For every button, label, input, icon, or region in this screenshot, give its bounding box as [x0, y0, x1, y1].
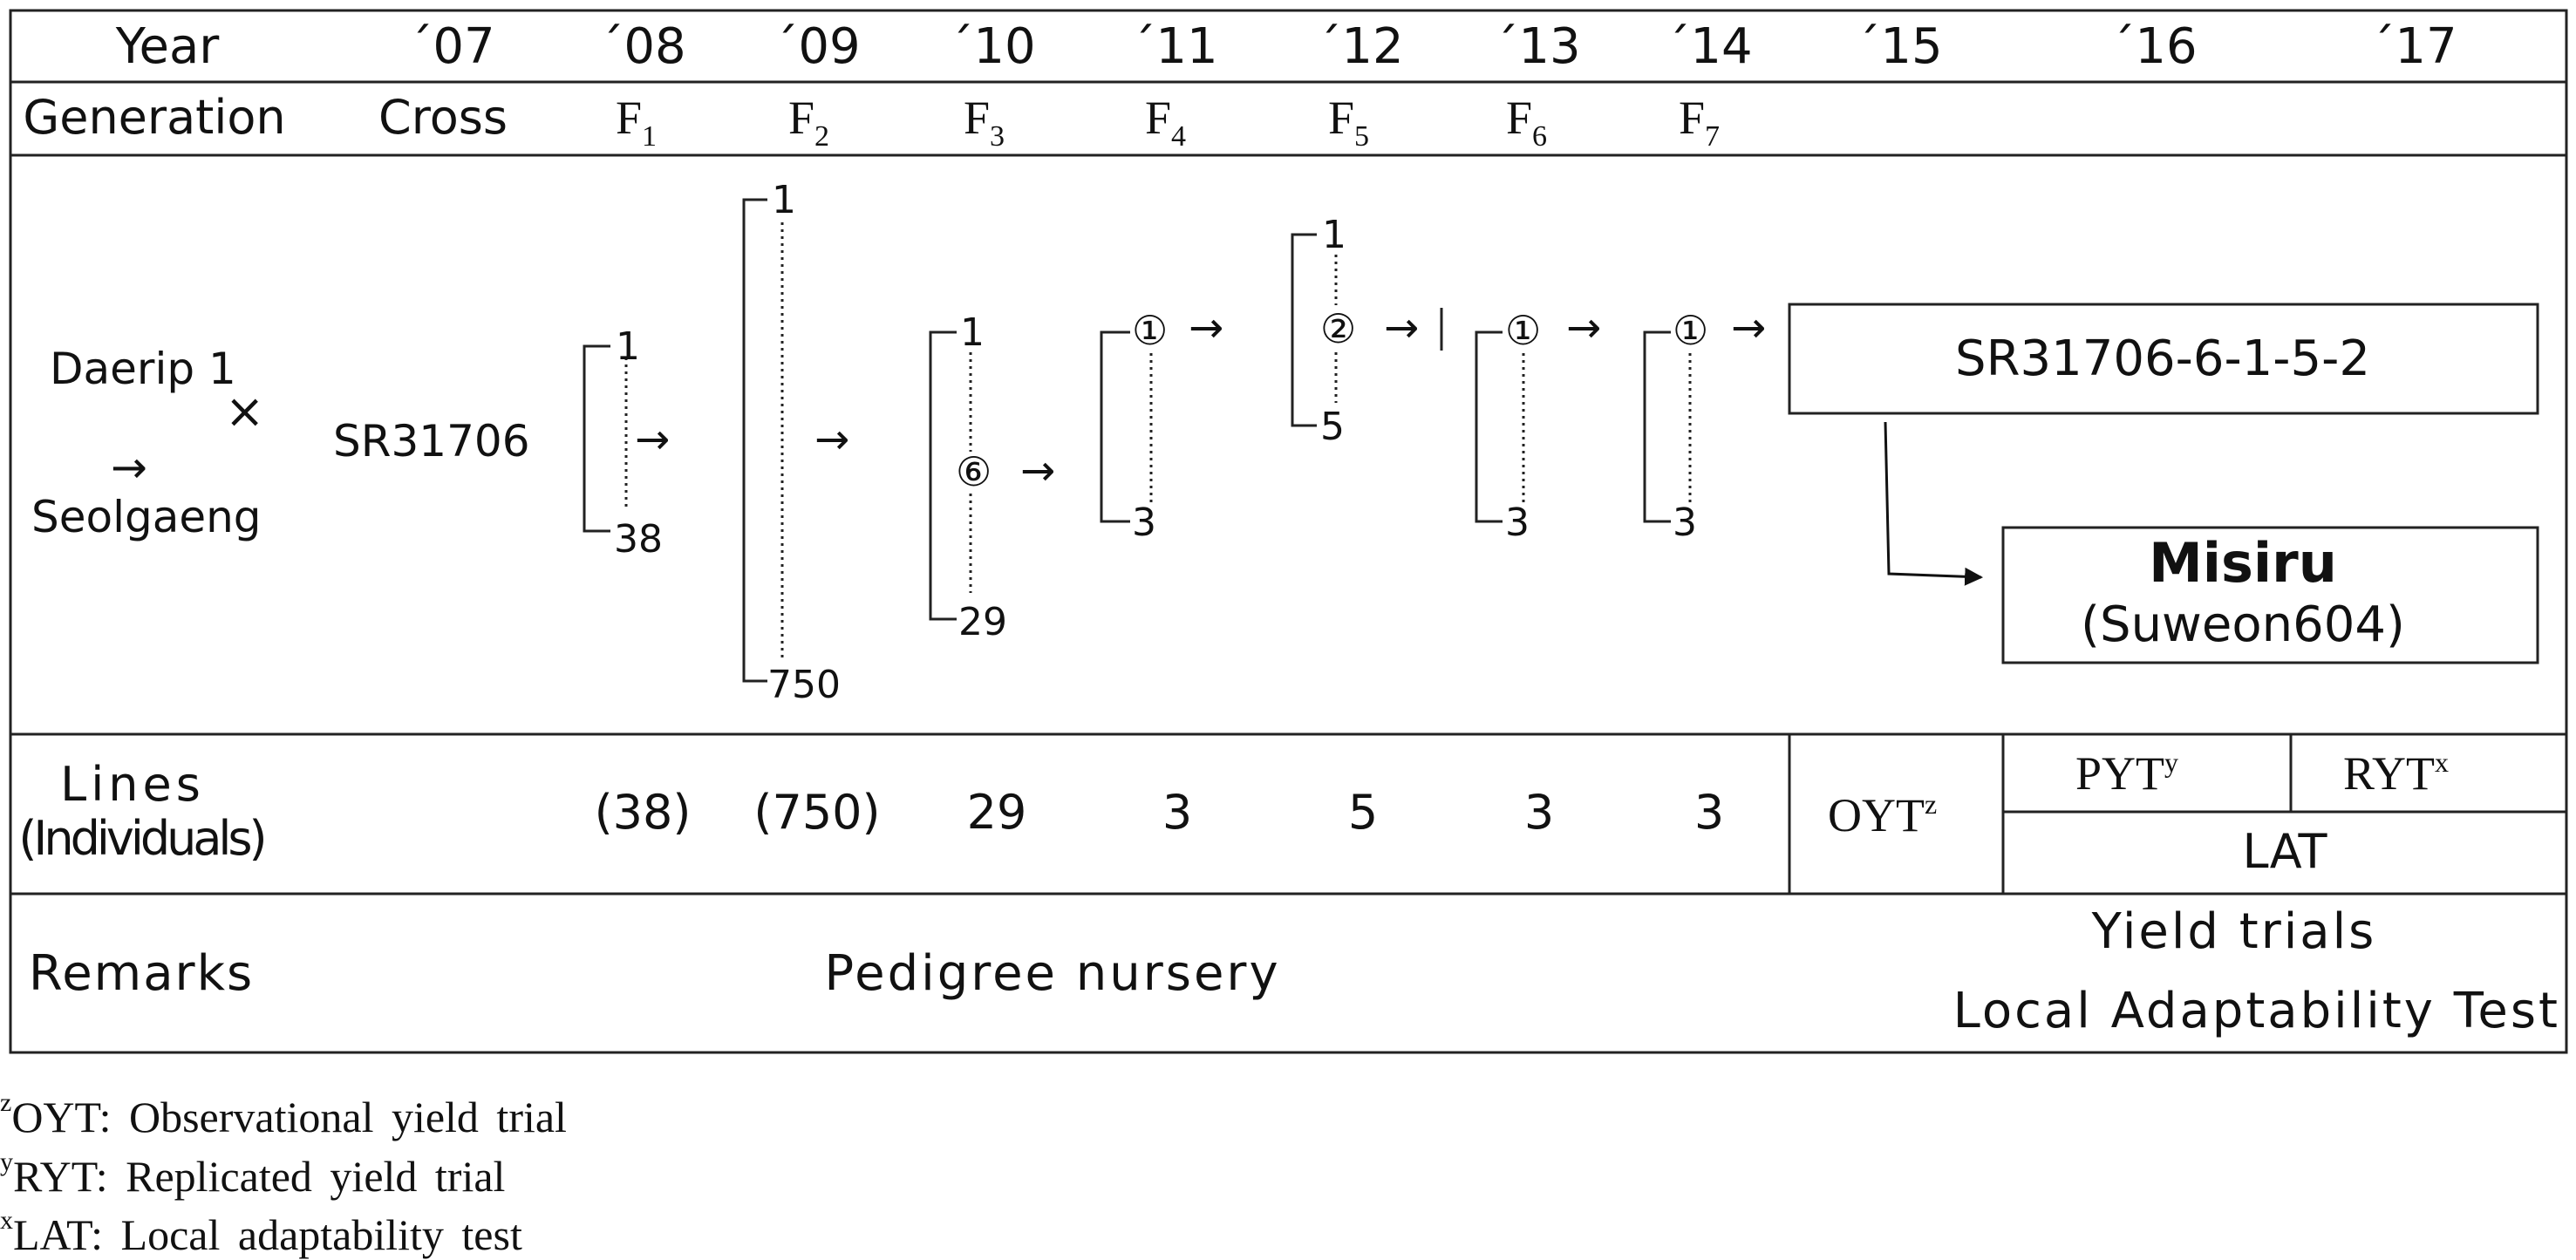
- cultivar-name: Misiru: [2149, 531, 2337, 595]
- lines-cell: (750): [753, 785, 880, 840]
- bracket-f7: [1643, 330, 1671, 523]
- year-cell: ´11: [1131, 18, 1217, 75]
- cultivar-connector: [1884, 421, 1984, 586]
- year-cell: ´12: [1317, 18, 1403, 75]
- year-cell: ´13: [1494, 18, 1580, 75]
- flow-arrow: →: [814, 415, 849, 464]
- generation-cell: F1: [616, 92, 657, 153]
- bracket-f6: [1475, 330, 1503, 523]
- remarks-header: Remarks: [29, 945, 254, 1002]
- cultivar-code: (Suweon604): [2081, 596, 2405, 653]
- bracket-f5-bottom: 5: [1320, 405, 1345, 449]
- bracket-f5-selected: ②: [1320, 305, 1356, 352]
- generation-cell: Cross: [378, 90, 508, 145]
- year-cell: ´15: [1856, 18, 1942, 75]
- flow-arrow: →: [1566, 303, 1601, 352]
- selected-line-label: SR31706-6-1-5-2: [1955, 330, 2370, 387]
- bracket-f6-bottom: 3: [1505, 501, 1530, 545]
- bracket-f1-top: 1: [616, 324, 640, 369]
- flow-arrow: →: [1020, 446, 1055, 495]
- remarks-nursery: Pedigree nursery: [824, 945, 1280, 1002]
- generation-cell: F3: [964, 92, 1005, 153]
- table-grid: [9, 9, 2568, 1054]
- generation-cell: F7: [1679, 92, 1720, 153]
- footnote-oyt: zOYT: Observational yield trial: [0, 1088, 567, 1142]
- pyt-cell: PYTy: [2075, 746, 2178, 800]
- cross-symbol: ×: [225, 384, 264, 439]
- footnote-text: RYT: Replicated yield trial: [13, 1152, 506, 1201]
- remarks-yield-trials: Yield trials: [2091, 903, 2377, 960]
- bracket-f4: [1100, 330, 1130, 523]
- bracket-f3: [929, 330, 957, 621]
- lines-cell: (38): [595, 785, 692, 840]
- bracket-f4-bottom: 3: [1132, 501, 1156, 545]
- flow-arrow: →: [1189, 303, 1223, 352]
- lines-cell: 29: [967, 785, 1027, 840]
- footnote-text: OYT: Observational yield trial: [11, 1093, 567, 1141]
- bracket-f2-bottom: 750: [767, 663, 841, 707]
- lines-header: Lines: [60, 757, 205, 812]
- bracket-f5: [1291, 233, 1317, 427]
- bracket-f7-selected: ①: [1673, 307, 1708, 354]
- cross-parents: Daerip 1 × → Seolgaeng SR31706: [31, 344, 530, 542]
- lines-cell: 3: [1524, 785, 1554, 840]
- flow-arrow: →: [1731, 303, 1766, 352]
- bracket-f6-selected: ①: [1505, 307, 1541, 354]
- footnote-lat: xLAT: Local adaptability test: [0, 1206, 522, 1260]
- flow-arrows: → → → → → → →: [635, 303, 1766, 495]
- remarks-local-test: Local Adaptability Test: [1953, 983, 2560, 1039]
- generation-cell: F4: [1145, 92, 1186, 153]
- footnote-ryt: yRYT: Replicated yield trial: [0, 1148, 506, 1202]
- bracket-f5-top: 1: [1322, 213, 1346, 257]
- year-cell: ´17: [2370, 18, 2457, 75]
- generation-cell: F5: [1328, 92, 1369, 153]
- lines-header-sub: (Individuals): [18, 811, 263, 866]
- bracket-f3-selected: ⑥: [956, 448, 992, 495]
- parent-2: Seolgaeng: [31, 492, 262, 542]
- lines-cell: 3: [1162, 785, 1192, 840]
- year-cell: ´14: [1666, 18, 1752, 75]
- generation-header: Generation: [23, 90, 285, 145]
- footnote-marker: y: [0, 1148, 13, 1176]
- bracket-f2-top: 1: [772, 178, 796, 222]
- bracket-f1-bottom: 38: [614, 517, 663, 562]
- bracket-f4-selected: ①: [1132, 307, 1168, 354]
- year-cell: ´16: [2110, 18, 2197, 75]
- bracket-labels: 1 38 1 750 1 ⑥ 29 ① 3 1 ② 5 ① 3 ① 3: [614, 178, 1708, 707]
- flow-arrow: →: [635, 415, 670, 464]
- parent-1: Daerip 1: [50, 344, 236, 394]
- lines-cell: 5: [1348, 785, 1378, 840]
- generation-cell: F2: [788, 92, 829, 153]
- ryt-cell: RYTx: [2343, 746, 2449, 800]
- year-cell: ´08: [599, 18, 685, 75]
- selected-line-box: [1788, 303, 2539, 415]
- cross-name: SR31706: [333, 416, 530, 467]
- bracket-f3-bottom: 29: [958, 600, 1007, 644]
- bracket-f3-top: 1: [960, 310, 985, 355]
- oyt-cell: OYTz: [1828, 788, 1937, 841]
- year-cell: ´09: [773, 18, 860, 75]
- footnote-text: LAT: Local adaptability test: [13, 1210, 522, 1259]
- bracket-f7-bottom: 3: [1673, 501, 1697, 545]
- year-header: Year: [115, 18, 221, 75]
- year-cell: ´10: [949, 18, 1035, 75]
- selection-brackets: [583, 198, 1692, 683]
- footnote-marker: x: [0, 1206, 13, 1235]
- footnote-marker: z: [0, 1088, 12, 1117]
- cross-arrow: →: [111, 442, 147, 493]
- bracket-f1: [583, 344, 610, 533]
- bracket-f2: [742, 198, 767, 683]
- generation-cell: F6: [1506, 92, 1547, 153]
- flow-arrow: →: [1384, 303, 1419, 352]
- year-cell: ´07: [408, 18, 494, 75]
- lines-cell: 3: [1694, 785, 1724, 840]
- cultivar-box: [2001, 526, 2539, 664]
- lat-cell: LAT: [2242, 824, 2327, 879]
